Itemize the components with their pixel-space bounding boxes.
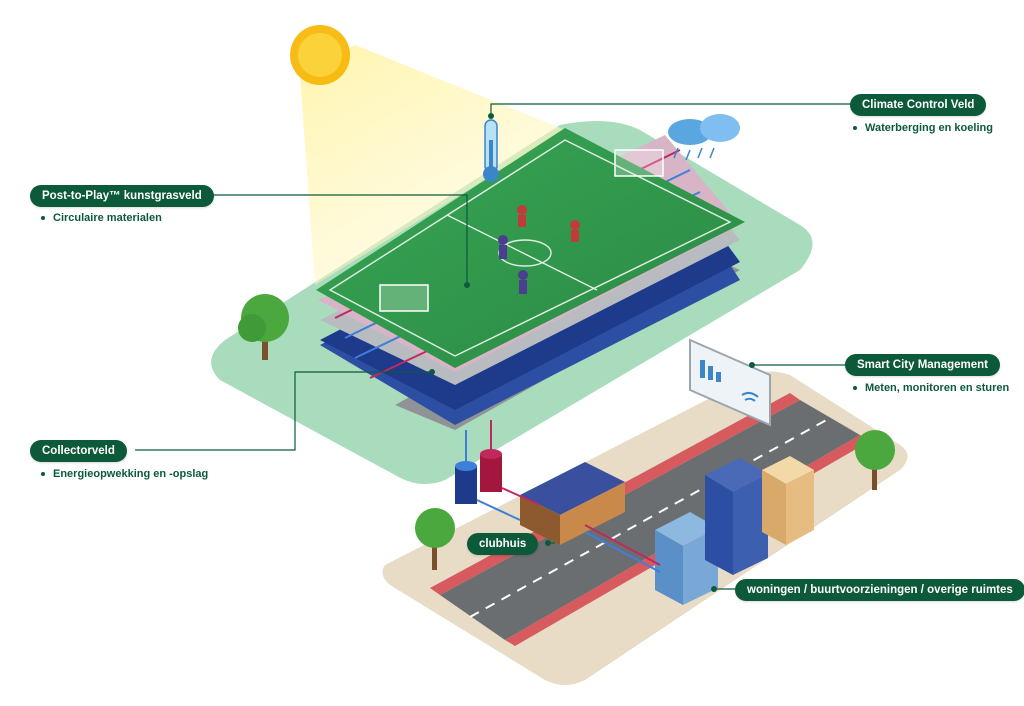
tree-left-pitch [238,294,289,360]
pipe-connections [465,420,661,573]
note-smart-city-text: Meten, monitoren en sturen [865,382,1010,394]
leader-dots [429,113,755,592]
leader-lines [135,103,850,590]
bullet-dot [41,216,45,221]
note-climate-control-text: Waterberging en koeling [865,122,993,134]
football-pitch [316,128,745,368]
note-post-to-play-text: Circulaire materialen [53,212,162,224]
thermometer-icon [483,119,499,182]
storage-tank-red [480,449,502,492]
label-post-to-play-title: Post-to-Play™ kunstgrasveld [42,190,202,202]
label-smart-city: Smart City Management [845,354,1001,376]
note-climate-control: Waterberging en koeling [853,122,993,134]
tree-city-right [855,430,895,490]
goal-left [379,284,429,312]
sun-beam [300,45,565,285]
sun-icon [290,25,350,85]
label-climate-control-title: Climate Control Veld [862,99,975,111]
tree-city-left [415,508,455,570]
apartment-building-2 [705,458,768,575]
bullet-dot [853,386,857,391]
players [498,205,580,294]
apartment-building-3 [762,456,814,545]
label-woningen: woningen / buurtvoorzieningen / overige … [735,579,1024,601]
label-post-to-play: Post-to-Play™ kunstgrasveld [30,185,214,207]
goal-right [614,149,664,177]
monitor-chart-icon [689,338,771,427]
road-center-line [469,417,831,618]
clubhouse-building [520,462,625,545]
note-collectorveld: Energieopwekking en -opslag [41,468,208,480]
note-smart-city: Meten, monitoren en sturen [853,382,1009,394]
bullet-dot [853,126,857,131]
label-clubhuis-title: clubhuis [479,538,527,550]
label-smart-city-title: Smart City Management [857,359,989,371]
label-collectorveld-title: Collectorveld [42,445,115,457]
label-collectorveld: Collectorveld [30,440,127,462]
rain-cloud-icon [668,114,740,161]
label-woningen-title: woningen / buurtvoorzieningen / overige … [747,584,1013,596]
storage-tank-blue [455,461,477,504]
note-collectorveld-text: Energieopwekking en -opslag [53,468,209,480]
label-clubhuis: clubhuis [467,533,539,555]
note-post-to-play: Circulaire materialen [41,212,162,224]
bullet-dot [41,472,45,477]
wifi-icon [741,391,759,402]
label-climate-control: Climate Control Veld [850,94,987,116]
